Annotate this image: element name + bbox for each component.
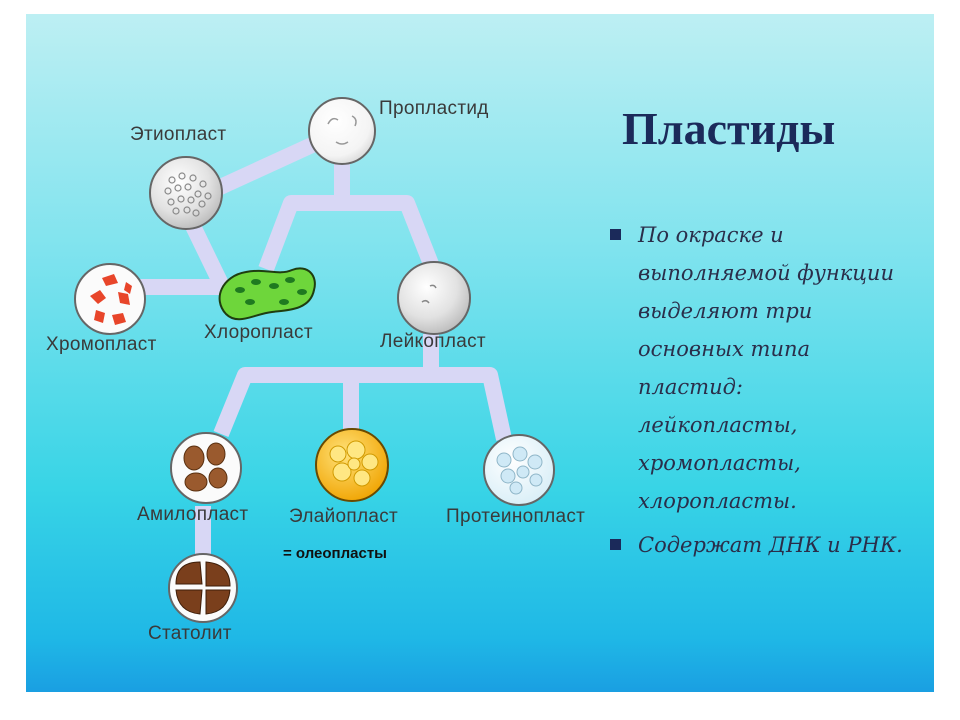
proteinoplast-cell <box>483 434 555 506</box>
label-elaioplast: Элайопласт <box>289 506 399 527</box>
connector-main-branch <box>258 195 439 272</box>
note-oleoplasts: = олеопласты <box>283 545 387 562</box>
label-amyloplast: Амилопласт <box>137 504 249 525</box>
square-bullet-icon <box>610 539 621 550</box>
chloroplast-cell <box>218 267 316 321</box>
slide-background: Пропластид Этиопласт Хромопласт Хлоропла… <box>26 14 934 692</box>
leucoplast-cell <box>397 261 471 335</box>
elaioplast-cell <box>315 428 389 502</box>
square-bullet-icon <box>610 229 621 240</box>
label-proplastid: Пропластид <box>379 98 489 119</box>
connector-leucoplast-branch <box>213 367 512 441</box>
connector-lines <box>138 137 512 559</box>
label-chromoplast: Хромопласт <box>46 334 157 355</box>
bullet-list: По окраске и выполняемой функции выделяю… <box>606 216 906 564</box>
label-etioplast: Этиопласт <box>130 124 227 145</box>
label-leucoplast: Лейкопласт <box>380 331 486 352</box>
proplastid-cell <box>308 97 376 165</box>
label-proteinoplast: Протеинопласт <box>446 506 586 527</box>
connector-proplastid-etioplast <box>212 137 316 197</box>
chromoplast-cell <box>74 263 146 335</box>
bullet-text: По окраске и выполняемой функции выделяю… <box>638 223 894 513</box>
statolith-cell <box>168 553 238 623</box>
bullet-item: По окраске и выполняемой функции выделяю… <box>606 216 906 520</box>
bullet-item: Содержат ДНК и РНК. <box>606 526 906 564</box>
amyloplast-cell <box>170 432 242 504</box>
connector-etioplast-chloroplast <box>184 220 231 292</box>
etioplast-cell <box>149 156 223 230</box>
bullet-text: Содержат ДНК и РНК. <box>638 533 903 557</box>
page-title: Пластиды <box>622 103 836 154</box>
plastid-diagram <box>74 97 555 623</box>
label-chloroplast: Хлоропласт <box>204 322 313 343</box>
label-statolith: Статолит <box>148 623 232 644</box>
